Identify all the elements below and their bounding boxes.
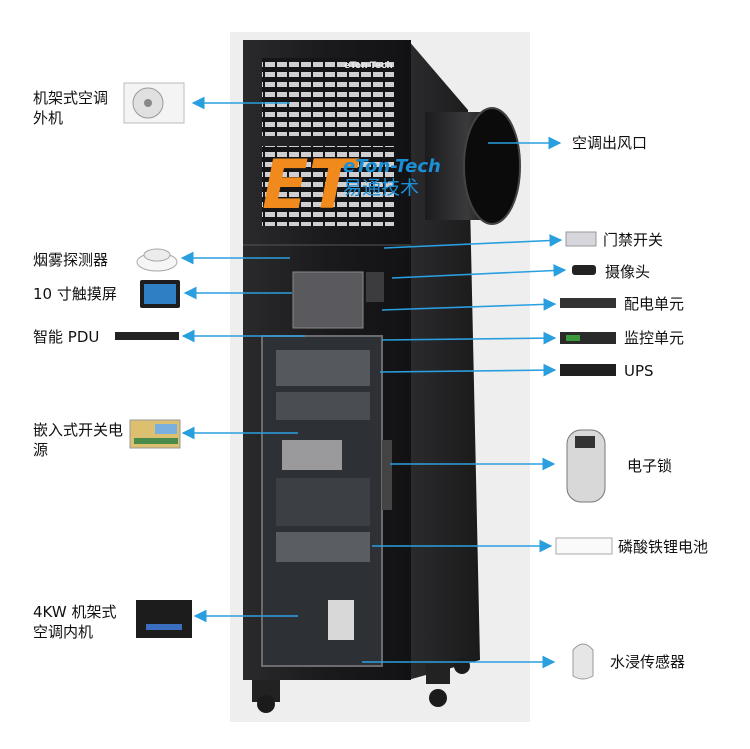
label-electronic-lock: 电子锁 <box>627 457 673 475</box>
arrows-left <box>180 96 305 623</box>
ups-icon <box>560 364 616 376</box>
label-power-distribution: 配电单元 <box>624 295 685 313</box>
svg-text:ET: ET <box>262 146 359 225</box>
ac-outdoor-icon <box>123 82 185 124</box>
label-water-sensor: 水浸传感器 <box>610 653 686 671</box>
camera-icon <box>572 265 596 275</box>
smoke-detector-icon <box>136 248 178 272</box>
psu-icon <box>129 419 181 449</box>
electronic-lock-icon <box>566 429 606 503</box>
door-label <box>328 600 354 640</box>
access-switch-icon <box>565 231 597 247</box>
lock-handle <box>382 440 392 510</box>
label-ups: UPS <box>624 362 654 380</box>
ac-indoor-icon <box>136 600 192 638</box>
touch-screen-window <box>292 271 364 329</box>
battery-module <box>276 532 370 562</box>
label-smart-pdu: 智能 PDU <box>33 328 100 346</box>
brand-logo: ET eTon-Tech 易通技术 eTon-Tech <box>262 61 441 225</box>
label-rack-ac-outdoor: 机架式空调外机 <box>33 89 109 127</box>
label-touch-screen: 10 寸触摸屏 <box>33 285 117 303</box>
ac-grill-top <box>262 58 394 136</box>
label-rack-ac-indoor: 4KW 机架式空调内机 <box>33 603 117 641</box>
label-smoke-detector: 烟雾探测器 <box>33 251 109 269</box>
brand-name-en-small: eTon-Tech <box>344 61 393 71</box>
monitoring-panel <box>276 350 370 386</box>
pdu-icon <box>115 332 179 340</box>
arrows-right <box>362 136 567 669</box>
label-ac-outlet: 空调出风口 <box>572 134 648 152</box>
ac-grill-bottom <box>262 146 394 226</box>
label-lifepo4-battery: 磷酸铁锂电池 <box>618 538 709 556</box>
touch-screen-icon <box>140 280 180 308</box>
camera-module <box>366 272 384 302</box>
brand-name-cn: 易通技术 <box>343 177 419 199</box>
label-camera: 摄像头 <box>605 263 651 281</box>
monitoring-unit-icon <box>560 332 616 344</box>
water-sensor-icon <box>572 643 594 680</box>
ac-duct-opening <box>463 107 521 225</box>
label-access-switch: 门禁开关 <box>603 231 664 249</box>
brand-name-en: eTon-Tech <box>343 156 441 177</box>
label-embedded-psu: 嵌入式开关电源 <box>33 421 124 459</box>
battery-icon <box>555 537 613 555</box>
label-monitoring-unit: 监控单元 <box>624 329 685 347</box>
power-distribution-icon <box>560 298 616 308</box>
